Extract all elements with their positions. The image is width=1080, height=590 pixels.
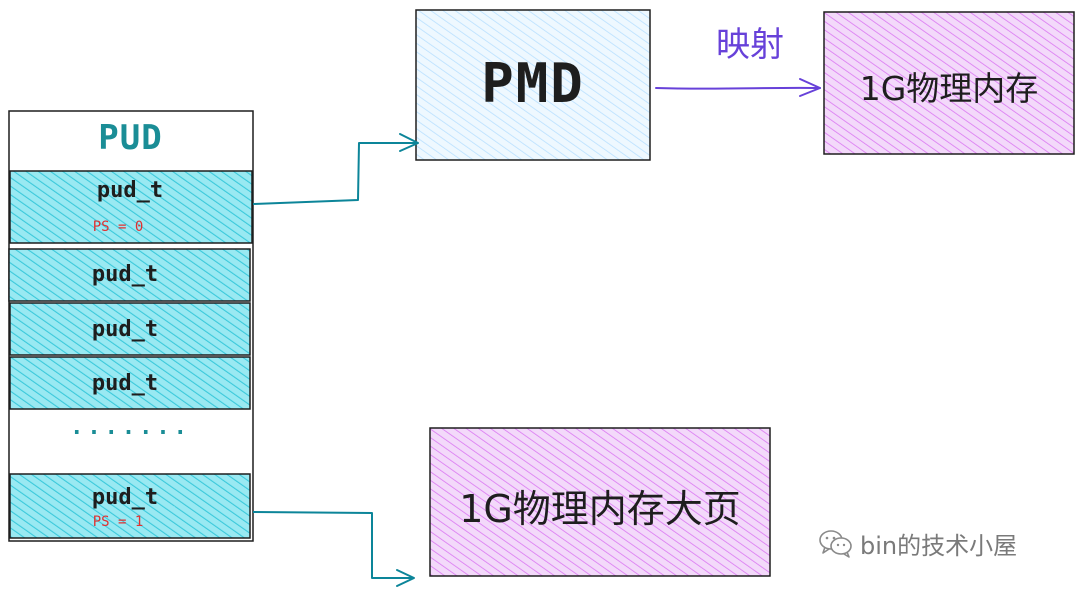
pmd-label: PMD bbox=[481, 52, 585, 115]
pud-title: PUD bbox=[98, 118, 163, 158]
pud-entry-last-label: pud_t bbox=[91, 485, 159, 510]
physical-memory-box bbox=[823, 11, 1075, 155]
pud-entry-3-label: pud_t bbox=[91, 371, 159, 396]
pud-entry-0-flag: PS = 0 bbox=[92, 219, 144, 235]
pud-entry-2 bbox=[9, 302, 251, 356]
watermark-text: bin的技术小屋 bbox=[860, 531, 1018, 560]
pmd-box bbox=[415, 9, 651, 161]
pud-ellipsis: ....... bbox=[70, 415, 191, 440]
pud-entry-1 bbox=[8, 248, 251, 302]
pud-entry-last bbox=[9, 473, 251, 539]
huge-page-label: 1G物理内存大页 bbox=[459, 487, 741, 531]
arrow-pmd-to-memory bbox=[655, 86, 821, 90]
pud-entry-3 bbox=[9, 356, 251, 410]
pud-entry-0-label: pud_t bbox=[96, 178, 164, 203]
huge-page-box bbox=[429, 427, 771, 577]
pud-entry-1-label: pud_t bbox=[91, 262, 159, 287]
physical-memory-label: 1G物理内存 bbox=[859, 69, 1039, 108]
pud-entry-2-label: pud_t bbox=[91, 317, 159, 342]
arrowhead-pud-to-hugepage bbox=[396, 569, 415, 587]
watermark: bin的技术小屋 bbox=[818, 527, 1018, 560]
arrowhead-pud-to-pmd bbox=[399, 133, 419, 152]
arrow-pud-to-hugepage bbox=[252, 511, 412, 579]
pud-entry-last-flag: PS = 1 bbox=[92, 514, 144, 530]
pud-entry-0 bbox=[9, 170, 253, 244]
mapping-label: 映射 bbox=[716, 25, 784, 65]
arrow-pud-to-pmd bbox=[252, 142, 416, 205]
arrowhead-pmd-to-memory bbox=[799, 78, 821, 97]
wechat-icon bbox=[819, 530, 852, 558]
